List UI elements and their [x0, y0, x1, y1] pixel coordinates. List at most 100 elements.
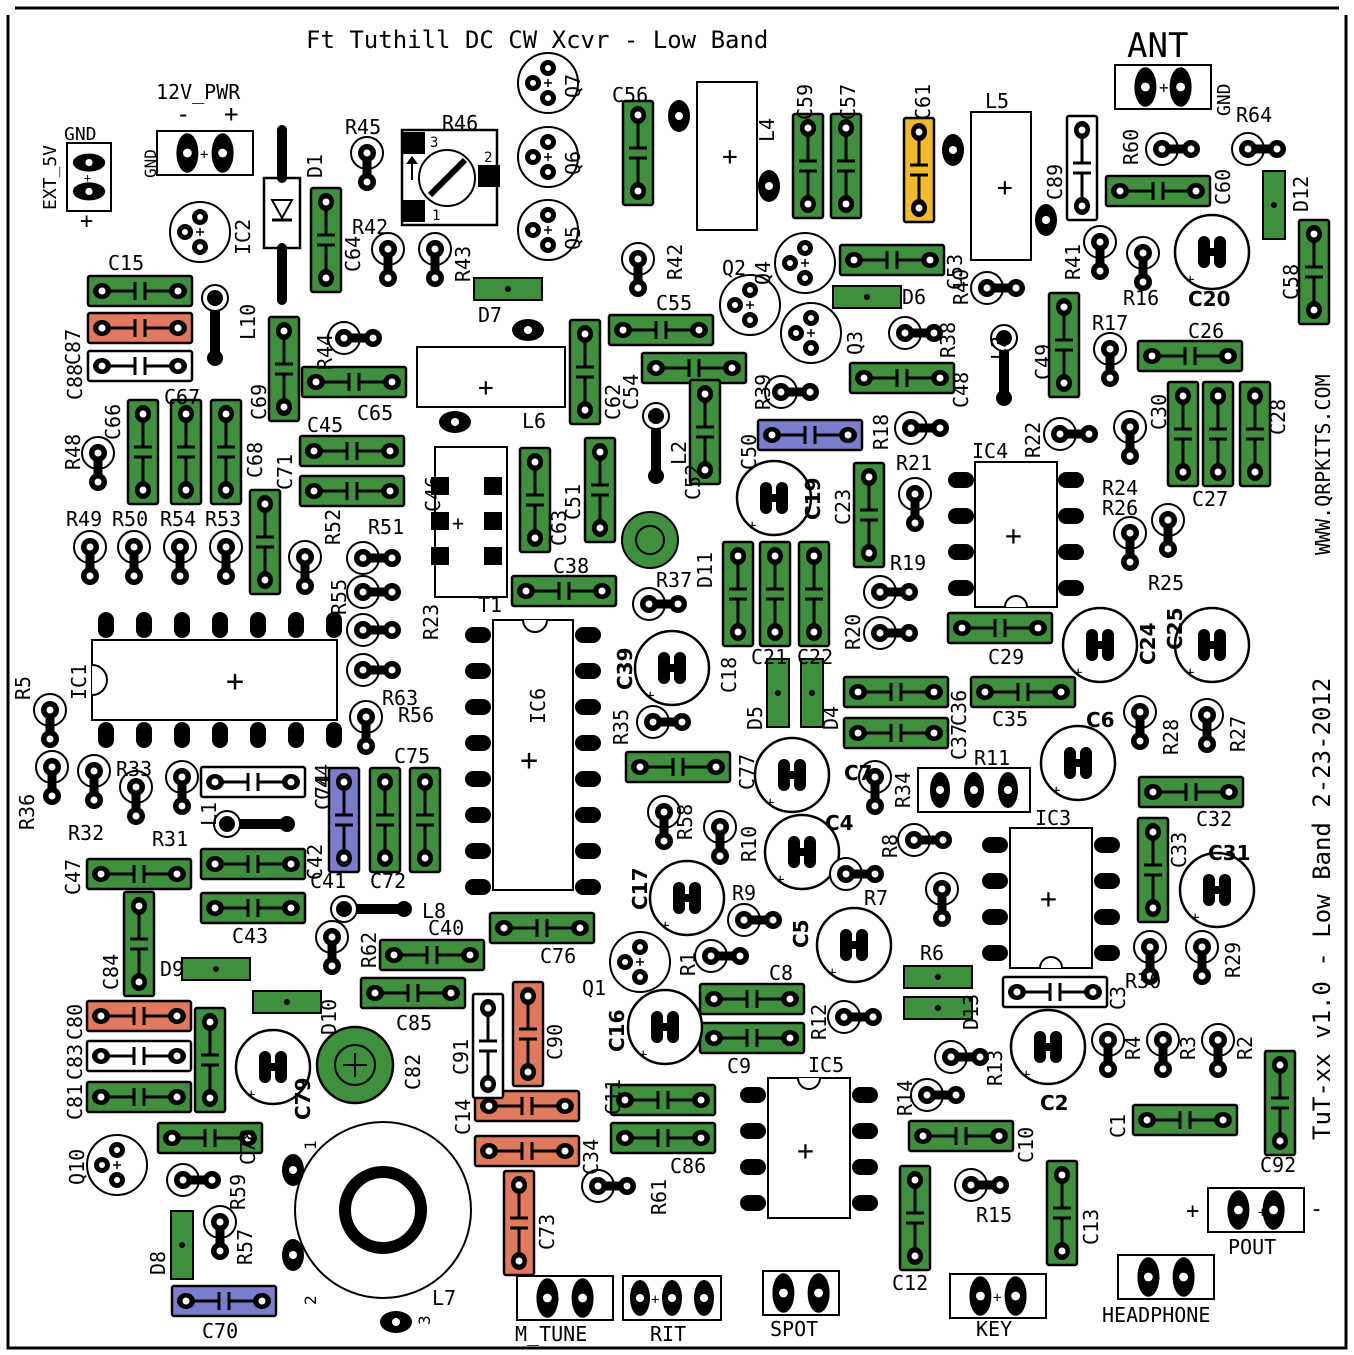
key-connector[interactable]: + [949, 1273, 1047, 1319]
diode-label: D9 [160, 957, 184, 981]
headphone-connector[interactable]: + [1117, 1254, 1215, 1300]
electrolytic-c5 [815, 906, 893, 984]
svg-text:+: + [722, 142, 738, 172]
ic6-pads [465, 627, 601, 895]
resistor-label: R59 [226, 1174, 250, 1210]
capacitor-c22 [797, 540, 831, 648]
trimmer-r46[interactable] [400, 128, 500, 227]
pwr-minus: - [176, 100, 190, 128]
inductor-label: L3 [987, 336, 1011, 360]
capacitor-c59 [791, 112, 825, 220]
capacitor-c85 [359, 976, 467, 1010]
capacitor-c13 [1045, 1159, 1079, 1267]
pwr-connector[interactable]: + [156, 130, 254, 176]
ant-connector[interactable]: + [1114, 64, 1212, 110]
m-tune-connector[interactable]: + [516, 1275, 614, 1321]
pout-connector[interactable]: + [1207, 1187, 1305, 1233]
resistor-label: R44 [313, 334, 337, 370]
ic3-label: IC3 [1035, 806, 1071, 830]
resistor-label: R42 [352, 215, 388, 239]
transistor-q3 [780, 302, 842, 364]
capacitor-label: C21 [751, 645, 787, 669]
capacitor-c42 [199, 847, 307, 881]
svg-text:+: + [226, 664, 244, 699]
diode-d10 [252, 990, 322, 1014]
capacitor-c54 [640, 351, 748, 385]
resistor-label: R53 [205, 507, 241, 531]
resistor-label: R58 [673, 804, 697, 840]
capacitor-label: C40 [428, 916, 464, 940]
resistor-label: R11 [974, 746, 1010, 770]
capacitor-label: C77 [735, 754, 759, 790]
capacitor-c84 [122, 890, 156, 998]
ext5v-gnd-label: GND [64, 124, 97, 145]
ant-label: ANT [1127, 26, 1188, 66]
ant-gnd-label: GND [1214, 83, 1235, 116]
electrolytic-label: C20 [1188, 287, 1231, 311]
resistor-label: R1 [676, 952, 700, 976]
capacitor-label: C46 [421, 476, 445, 512]
capacitor-c66 [126, 398, 160, 506]
transistor-label: Q1 [582, 976, 606, 1000]
ext5v-connector[interactable]: + [66, 142, 112, 212]
inductor-l2 [642, 402, 670, 484]
l7-pin2: 2 [301, 1295, 320, 1305]
capacitor-label: C88 [63, 364, 87, 400]
capacitor-c73 [502, 1169, 536, 1277]
electrolytic-label: C17 [628, 867, 652, 910]
resistor-label: R6 [920, 941, 944, 965]
capacitor-c69 [267, 315, 301, 423]
diode-label: D13 [959, 994, 983, 1030]
capacitor-label: C38 [553, 554, 589, 578]
rit-connector[interactable]: + [622, 1275, 722, 1321]
resistor-label: R27 [1226, 716, 1250, 752]
spot-connector[interactable] [762, 1270, 840, 1316]
capacitor-label: C11 [601, 1079, 625, 1115]
capacitor-label: C65 [357, 401, 393, 425]
key-label: KEY [976, 1317, 1012, 1341]
capacitor-label: C54 [619, 374, 643, 410]
capacitor-label: C85 [396, 1011, 432, 1035]
capacitor-label: C62 [601, 384, 625, 420]
resistor-label: R40 [949, 269, 973, 305]
capacitor-label: C59 [793, 84, 817, 120]
pot-label: C82 [401, 1054, 425, 1090]
capacitor-label: C71 [273, 454, 297, 490]
capacitor-c78 [193, 1006, 227, 1114]
ic6-label: IC6 [526, 688, 550, 724]
capacitor-c18 [721, 540, 755, 648]
resistor-label: R26 [1102, 496, 1138, 520]
capacitor-label: C33 [1167, 832, 1191, 868]
inductor-l8 [330, 895, 412, 923]
capacitor-c62 [568, 318, 602, 426]
pot-c82[interactable] [315, 1025, 395, 1105]
capacitor-c88 [86, 349, 194, 383]
capacitor-label: C86 [670, 1154, 706, 1178]
svg-text:+: + [200, 147, 208, 163]
capacitor-label: C55 [656, 291, 692, 315]
diode-d5 [766, 658, 790, 728]
capacitor-c80 [85, 999, 193, 1033]
resistor-label: R24 [1102, 476, 1138, 500]
toroid-l7 [282, 1121, 472, 1333]
diode-label: D10 [317, 999, 341, 1035]
resistor-label: R38 [936, 322, 960, 358]
resistor-label: R51 [368, 515, 404, 539]
svg-text:+: + [997, 173, 1013, 203]
resistor-label: R30 [1125, 969, 1161, 993]
resistor-label: R10 [737, 826, 761, 862]
resistor-label: R61 [647, 1179, 671, 1215]
svg-text:+: + [797, 1134, 814, 1167]
electrolytic-c39 [633, 629, 711, 707]
electrolytic-label: C4 [825, 811, 854, 835]
capacitor-c64 [309, 186, 343, 294]
trimmer-r11[interactable] [917, 767, 1031, 813]
resistor-label: R46 [442, 111, 478, 135]
capacitor-label: C43 [232, 924, 268, 948]
pout-plus: + [1186, 1199, 1199, 1224]
capacitor-c92 [1263, 1049, 1297, 1157]
l7-pin3: 3 [415, 1315, 434, 1325]
capacitor-label: C64 [341, 236, 365, 272]
transistor-label: Q7 [561, 74, 585, 98]
ic6: + [492, 619, 574, 891]
